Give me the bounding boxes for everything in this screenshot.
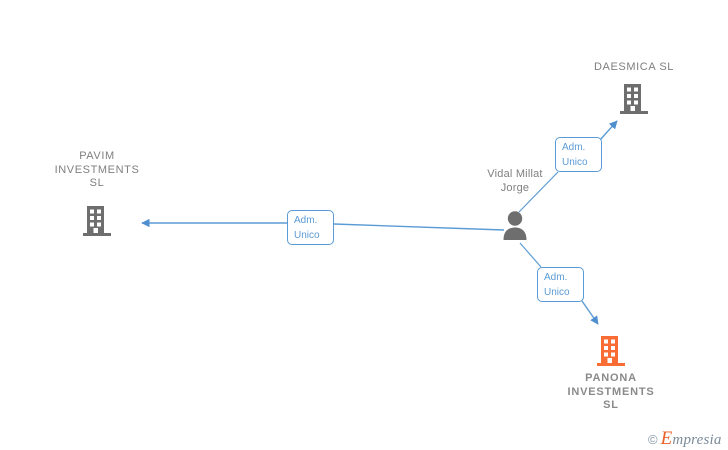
edge-line-person-to-daesmica [518,171,559,213]
node-pavim[interactable]: PAVIM INVESTMENTS SL [27,150,167,240]
edge-label-line1: Adm. [562,142,586,153]
brand-wordmark: Empresia [661,428,722,450]
node-label-person: Vidal Millat Jorge [487,168,543,194]
edge-label-person-panona[interactable]: Adm. Unico [537,267,584,302]
building-icon [597,336,625,366]
building-icon [83,206,111,236]
edge-line-panona-arrow [581,300,599,325]
edge-line-daesmica-arrow [599,120,618,141]
node-daesmica[interactable]: DAESMICA SL [564,61,704,121]
brand-initial: E [660,428,673,449]
node-person-vidal-millat-jorge[interactable]: Vidal Millat Jorge [445,168,585,246]
edge-label-person-daesmica[interactable]: Adm. Unico [555,137,602,172]
copyright-icon: © [648,431,658,447]
node-label-panona: PANONA INVESTMENTS SL [567,372,655,411]
building-icon [620,84,648,114]
person-icon [502,210,528,240]
node-label-daesmica: DAESMICA SL [594,61,674,73]
node-label-pavim: PAVIM INVESTMENTS SL [54,150,140,189]
edge-label-line1: Adm. [544,272,568,283]
edge-label-line1: Adm. [294,215,318,226]
edge-label-line2: Unico [562,157,588,168]
edge-label-line2: Unico [544,287,570,298]
edge-label-line2: Unico [294,230,320,241]
edge-line-person-to-panona [519,242,542,268]
edge-line-person-to-pavim-right [333,223,505,231]
empresia-watermark: © Empresia [648,428,722,450]
node-panona[interactable]: PANONA INVESTMENTS SL [541,336,681,416]
brand-rest: mpresia [672,432,722,448]
edge-label-person-pavim[interactable]: Adm. Unico [287,210,334,245]
